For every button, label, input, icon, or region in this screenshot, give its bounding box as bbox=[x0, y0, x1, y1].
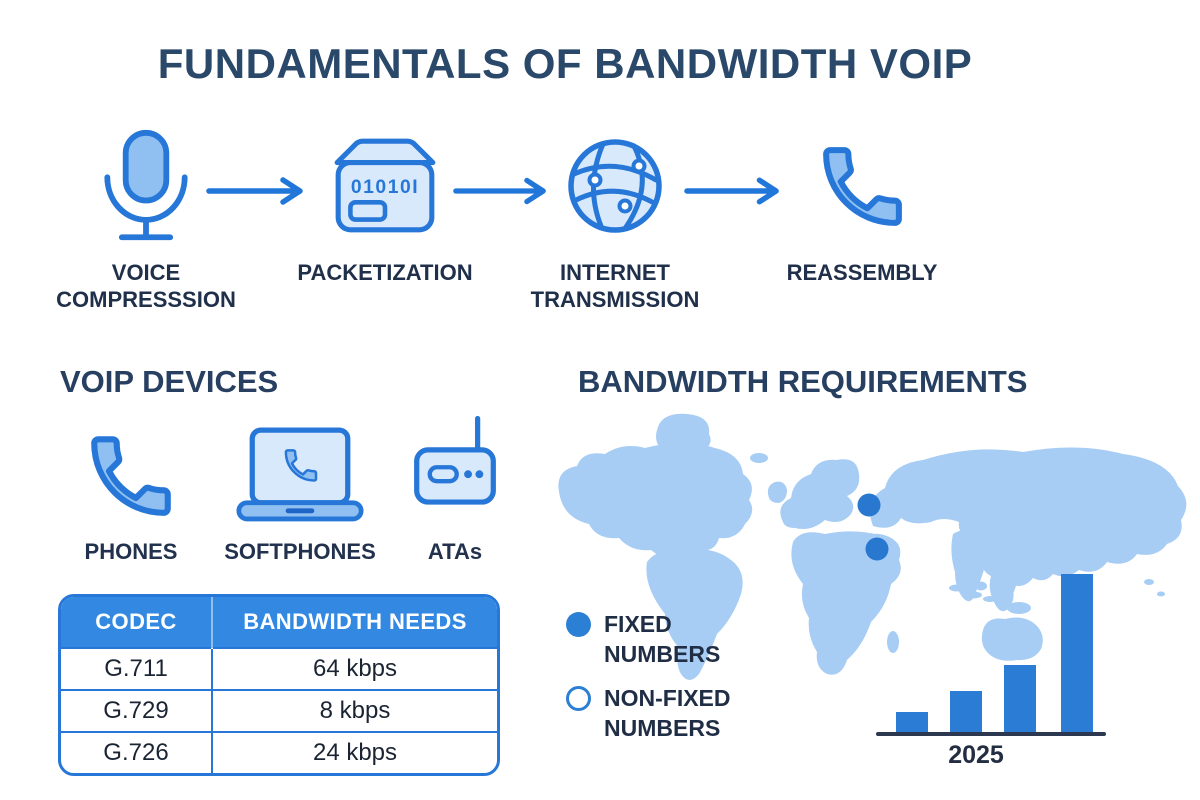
chart-x-axis bbox=[876, 732, 1106, 736]
page-title: FUNDAMENTALS OF BANDWIDTH VOIP bbox=[157, 40, 973, 87]
globe-network-icon bbox=[505, 122, 725, 250]
flow-step-label: REASSEMBLY bbox=[786, 260, 938, 285]
flow-step-label: VOICE COMPRESSSION bbox=[56, 260, 236, 312]
arrow-right-icon bbox=[205, 176, 305, 211]
legend-item-fixed: FIXED NUMBERS bbox=[566, 610, 754, 670]
phone-handset-icon bbox=[752, 122, 972, 250]
bandwidth-requirements-heading: BANDWIDTH REQUIREMENTS bbox=[578, 364, 1028, 399]
legend-label: FIXED NUMBERS bbox=[604, 611, 721, 667]
device-softphones: SOFTPHONES bbox=[205, 417, 395, 565]
device-label: PHONES bbox=[84, 539, 178, 564]
map-fixed-number-markers bbox=[857, 493, 889, 561]
packet-box-icon: 01010I bbox=[275, 122, 495, 250]
device-label: SOFTPHONES bbox=[224, 539, 376, 564]
flow-step-internet-transmission: INTERNET TRANSMISSION bbox=[505, 122, 725, 314]
codec-column-header: CODEC bbox=[61, 597, 212, 648]
flow-step-voice-compression: VOICE COMPRESSSION bbox=[36, 122, 256, 314]
device-atas: ATAs bbox=[360, 415, 550, 565]
bandwidth-bar-chart: 2025 bbox=[876, 565, 1110, 770]
chart-bar bbox=[950, 691, 982, 732]
table-row: G.711 64 kbps bbox=[61, 646, 497, 691]
codec-cell: G.711 bbox=[61, 646, 212, 691]
packet-binary-text: 01010I bbox=[351, 177, 419, 198]
voip-devices-heading: VOIP DEVICES bbox=[60, 364, 279, 399]
legend-item-non-fixed: NON-FIXED NUMBERS bbox=[566, 684, 754, 744]
table-row: G.729 8 kbps bbox=[61, 689, 497, 733]
flow-step-reassembly: REASSEMBLY bbox=[752, 122, 972, 287]
map-legend: FIXED NUMBERS NON-FIXED NUMBERS bbox=[566, 610, 754, 758]
chart-x-tick-label: 2025 bbox=[948, 741, 1004, 769]
chart-bar bbox=[1004, 665, 1036, 732]
table-header-row: CODEC BANDWIDTH NEEDS bbox=[61, 597, 497, 648]
bandwidth-cell: 24 kbps bbox=[211, 731, 497, 773]
table-row: G.726 24 kbps bbox=[61, 731, 497, 773]
arrow-right-icon bbox=[683, 176, 781, 211]
legend-label: NON-FIXED NUMBERS bbox=[604, 684, 731, 741]
codec-table: CODEC BANDWIDTH NEEDS G.711 64 kbps G.72… bbox=[58, 594, 500, 776]
codec-cell: G.729 bbox=[61, 689, 212, 733]
map-marker-fixed bbox=[865, 537, 889, 561]
bandwidth-cell: 8 kbps bbox=[211, 689, 497, 733]
device-label: ATAs bbox=[427, 539, 483, 564]
microphone-icon bbox=[36, 122, 256, 250]
map-continents bbox=[558, 413, 1187, 680]
chart-bar bbox=[896, 712, 928, 732]
chart-bar bbox=[1061, 574, 1093, 732]
map-marker-fixed bbox=[857, 493, 881, 517]
bandwidth-column-header: BANDWIDTH NEEDS bbox=[211, 597, 497, 648]
world-map bbox=[558, 413, 1187, 680]
codec-cell: G.726 bbox=[61, 731, 212, 773]
filled-circle-icon bbox=[566, 612, 591, 637]
outlined-circle-icon bbox=[566, 685, 591, 711]
flow-step-label: PACKETIZATION bbox=[297, 260, 473, 285]
flow-step-packetization: 01010I PACKETIZATION bbox=[275, 122, 495, 287]
ata-adapter-icon bbox=[360, 415, 550, 525]
flow-step-label: INTERNET TRANSMISSION bbox=[530, 260, 700, 312]
bandwidth-cell: 64 kbps bbox=[211, 646, 497, 691]
laptop-softphone-icon bbox=[205, 417, 395, 525]
phone-handset-icon bbox=[36, 417, 226, 525]
device-phones: PHONES bbox=[36, 417, 226, 565]
arrow-right-icon bbox=[452, 176, 548, 211]
